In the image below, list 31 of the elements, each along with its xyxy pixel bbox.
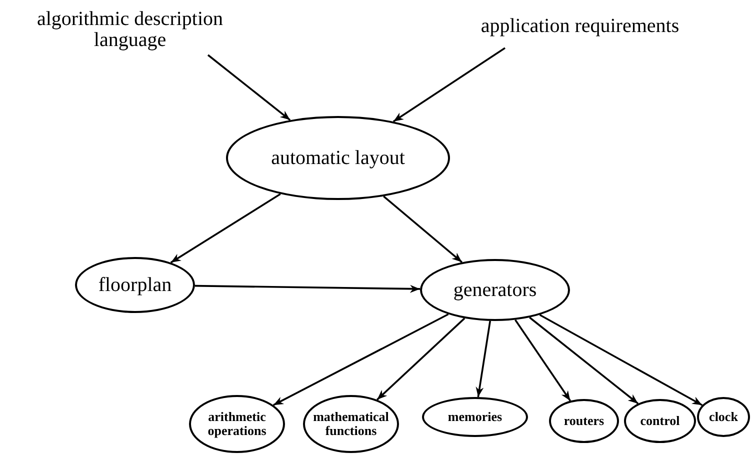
ellipse-node	[697, 397, 750, 437]
node-label: routers	[564, 414, 604, 428]
node-label: control	[640, 414, 680, 428]
arrow	[207, 54, 291, 121]
ellipse-node	[226, 116, 450, 200]
arrow	[392, 47, 506, 122]
ellipse-node	[420, 259, 570, 321]
arrow	[476, 320, 492, 398]
arrow	[170, 193, 281, 264]
ellipse-node	[75, 257, 195, 313]
node-label: clock	[709, 410, 738, 424]
input-label: algorithmic description language	[36, 9, 224, 51]
ellipse-node	[624, 399, 696, 443]
node-label: automatic layout	[271, 148, 405, 168]
ellipse-node	[422, 397, 528, 437]
ellipse-node	[189, 395, 285, 453]
node-label: memories	[448, 410, 502, 424]
arrow	[539, 314, 703, 406]
node-label: mathematical functions	[312, 410, 390, 438]
arrow	[383, 196, 462, 263]
node-label: arithmetic operations	[206, 410, 268, 438]
arrow	[529, 316, 639, 404]
arrow	[194, 284, 420, 293]
arrow	[376, 318, 466, 400]
ellipse-node	[303, 395, 399, 453]
arrow	[514, 319, 571, 402]
ellipse-node	[549, 399, 619, 443]
input-label: application requirements	[480, 16, 680, 36]
node-label: floorplan	[98, 274, 172, 296]
arrow	[272, 313, 449, 406]
node-label: generators	[453, 280, 537, 300]
